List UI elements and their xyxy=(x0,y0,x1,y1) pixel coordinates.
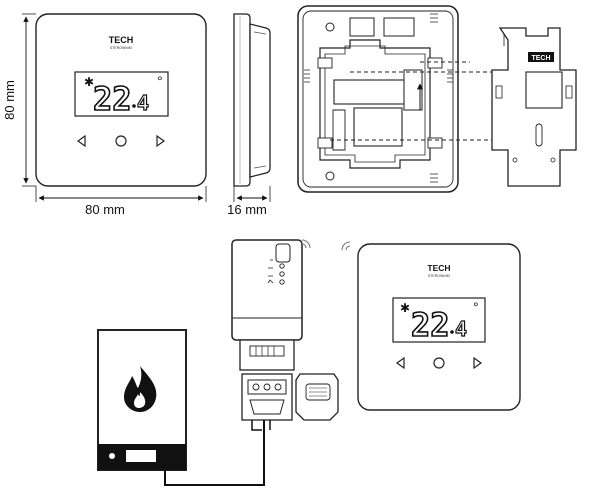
thermostat-wiring-view: TECH STEROWNIKI ✱ 22 4 ° xyxy=(357,243,521,411)
receiver-led xyxy=(279,263,285,269)
temperature-main: 22 xyxy=(93,80,132,118)
height-dimension: 80 mm xyxy=(2,13,36,187)
temperature-decimal: 4 xyxy=(455,317,467,341)
right-arrow-button-icon[interactable] xyxy=(473,356,483,370)
width-label: 80 mm xyxy=(85,202,125,217)
sun-icon: ✱ xyxy=(84,75,94,89)
right-arrow-button-icon[interactable] xyxy=(156,134,166,148)
brand-subtitle: STEROWNIKI xyxy=(110,46,132,50)
left-arrow-button-icon[interactable] xyxy=(395,356,405,370)
depth-dimension: 16 mm xyxy=(227,186,271,217)
plate-brand-logo: TECH xyxy=(531,55,550,62)
boiler xyxy=(97,329,187,471)
receiver-pair-button[interactable] xyxy=(275,243,291,263)
degree-symbol: ° xyxy=(157,73,163,89)
lcd-display xyxy=(392,297,486,343)
temperature-decimal: 4 xyxy=(137,91,149,115)
plate-brand-bar xyxy=(528,52,554,62)
sun-icon: ✱ xyxy=(400,301,410,315)
height-label: 80 mm xyxy=(2,80,17,120)
wifi-signal-icon xyxy=(341,241,351,251)
boiler-knob xyxy=(109,453,115,459)
left-arrow-button-icon[interactable] xyxy=(76,134,86,148)
flame-icon xyxy=(124,366,157,412)
plate-slot xyxy=(535,123,543,147)
plate-center-window xyxy=(525,71,563,109)
depth-label: 16 mm xyxy=(227,202,267,217)
boiler-display xyxy=(126,450,156,462)
decimal-point xyxy=(132,104,136,108)
terminal-block xyxy=(241,373,293,431)
brand-logo: TECH xyxy=(109,35,134,45)
receiver-led xyxy=(279,271,285,277)
wifi-signal-icon xyxy=(301,239,311,249)
width-dimension: 80 mm xyxy=(35,186,207,217)
lcd-display xyxy=(74,71,169,117)
alignment-lines xyxy=(330,61,500,141)
thermostat-side-view xyxy=(233,13,271,187)
thermostat-back-view xyxy=(297,5,459,193)
brand-subtitle: STEROWNIKI xyxy=(428,274,450,278)
menu-button-icon[interactable] xyxy=(433,357,445,369)
mounting-plate: TECH xyxy=(491,27,577,187)
terminal-cover xyxy=(295,373,339,421)
degree-symbol: ° xyxy=(473,299,479,315)
decimal-point xyxy=(450,330,454,334)
connection-wires xyxy=(164,420,265,486)
menu-button-icon[interactable] xyxy=(115,135,127,147)
brand-logo: TECH xyxy=(427,263,450,273)
thermostat-front-view: TECH STEROWNIKI ✱ 22 4 ° xyxy=(35,13,207,187)
receiver-module xyxy=(231,239,303,371)
temperature-main: 22 xyxy=(411,306,450,344)
receiver-led xyxy=(279,279,285,285)
